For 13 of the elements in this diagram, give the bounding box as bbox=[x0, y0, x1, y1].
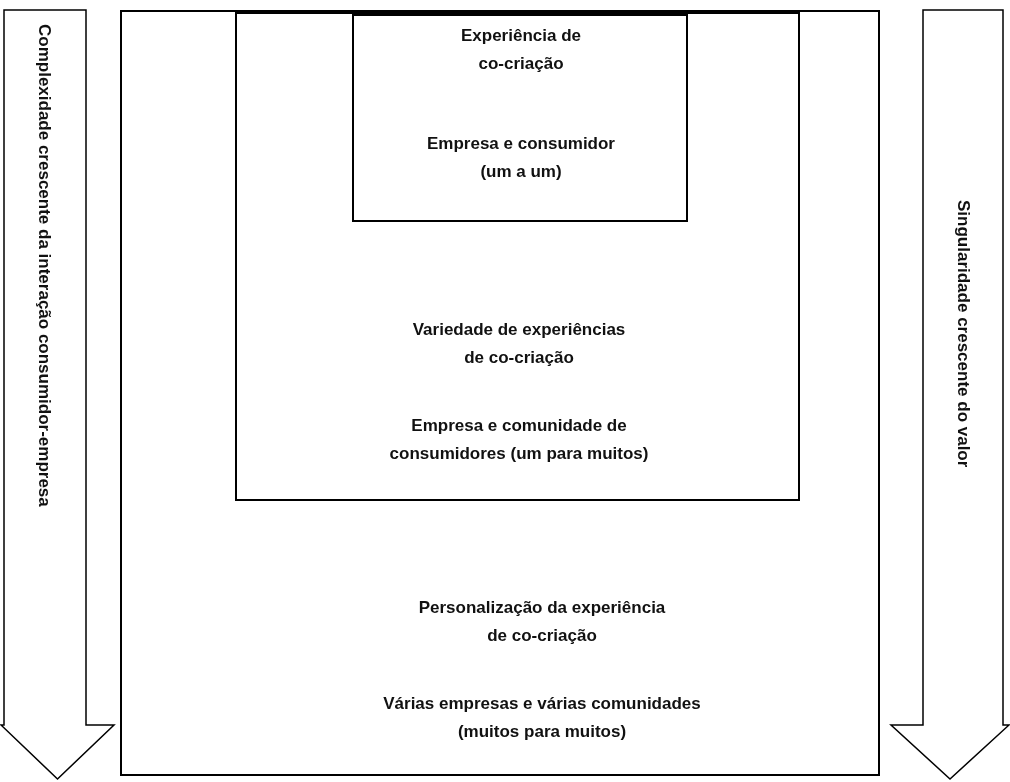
box-description: Empresa e comunidade de consumidores (um para muitos) bbox=[388, 415, 650, 465]
hollow-arrow bbox=[890, 10, 1010, 780]
box-heading: Experiência de co-criação bbox=[460, 25, 582, 75]
box-heading: Personalização da experiência de co-criação bbox=[417, 597, 667, 647]
nested-box bbox=[120, 10, 880, 776]
box-description: Várias empresas e várias comunidades (muitos para muitos) bbox=[382, 693, 702, 743]
box-heading: Variedade de experiências de co-criação bbox=[411, 319, 627, 369]
hollow-arrow bbox=[0, 10, 115, 780]
nested-box bbox=[352, 14, 688, 222]
nested-box bbox=[235, 12, 800, 501]
arrow-label: Singularidade crescente do valor bbox=[953, 200, 973, 468]
arrow-label: Complexidade crescente da interação consumidor-empresa bbox=[34, 24, 54, 507]
box-description: Empresa e consumidor (um a um) bbox=[426, 133, 616, 183]
